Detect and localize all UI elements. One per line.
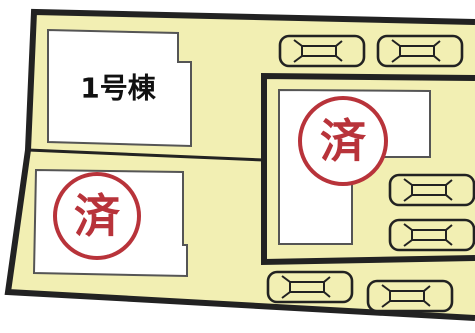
building-1[interactable] xyxy=(47,28,192,148)
parking-space-6[interactable] xyxy=(366,279,454,313)
sold-stamp-building-3: 済 xyxy=(298,96,388,186)
lot-divider xyxy=(27,148,265,162)
sold-stamp-label: 済 xyxy=(320,114,367,168)
parking-space-3[interactable] xyxy=(388,173,475,207)
right-lot-boundary xyxy=(261,72,475,266)
sold-stamp-label: 済 xyxy=(74,189,121,243)
parking-space-4[interactable] xyxy=(388,218,475,252)
building-1-label: 1号棟 xyxy=(80,72,156,105)
parking-space-1[interactable] xyxy=(278,34,366,68)
parking-space-2[interactable] xyxy=(376,34,464,68)
parking-space-5[interactable] xyxy=(266,270,354,304)
sold-stamp-building-2: 済 xyxy=(53,172,141,260)
